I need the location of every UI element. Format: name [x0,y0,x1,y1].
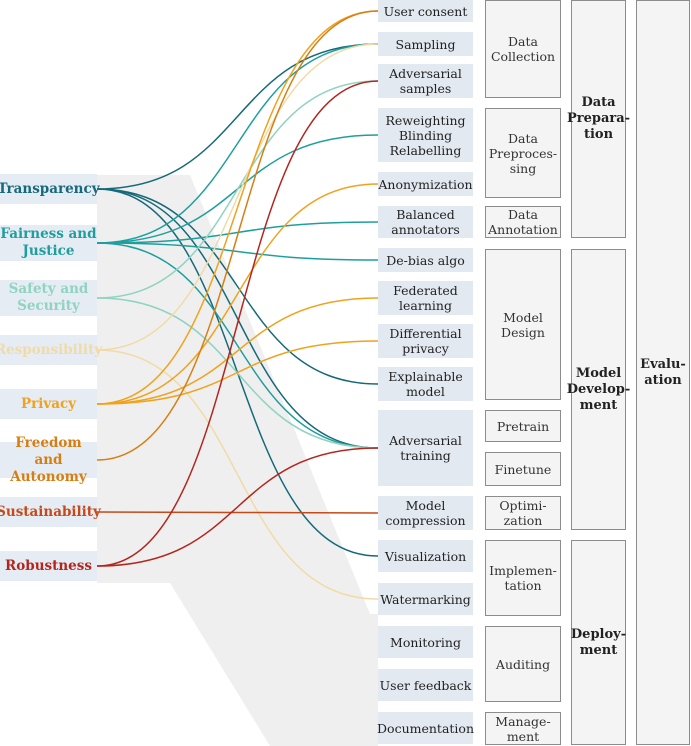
technique-anonymization: Anonymization [378,172,473,196]
link-8 [96,242,379,449]
technique-differential-privacy: Differential privacy [378,324,473,358]
stage-implementation: Implemen-tation [485,540,561,616]
principle-safety-and-security: Safety and Security [0,280,97,316]
principle-responsibility: Responsibility [0,335,102,365]
link-13 [96,10,379,405]
principle-fairness-and-justice: Fairness and Justice [0,225,97,261]
link-7 [96,43,379,244]
link-6 [96,242,379,261]
technique-monitoring: Monitoring [378,626,473,658]
stage-data-preprocessing: Data Preproces-sing [485,108,561,198]
stage-pretrain: Pretrain [485,410,561,442]
phase-data-preparation: Data Prepara-tion [567,0,630,238]
principle-sustainability: Sustainability [0,497,101,527]
link-18 [96,511,379,514]
link-12 [96,43,379,351]
principle-robustness: Robustness [0,551,97,581]
link-0 [96,43,379,190]
technique-watermarking: Watermarking [378,583,473,615]
stage-optimization: Optimi-zation [485,496,561,530]
link-15 [96,297,379,405]
stage-data-annotation: Data Annotation [485,206,561,238]
link-14 [96,183,379,405]
technique-de-bias-algo: De-bias algo [378,248,473,272]
link-19 [96,80,379,567]
link-1 [96,188,379,385]
phase-deployment: Deploy-ment [571,540,626,745]
evaluation-column: Evalu-ation [636,0,690,745]
technique-model-compression: Model compression [378,496,473,530]
link-11 [96,349,379,600]
technique-adversarial-samples: Adversarial samples [378,64,473,98]
link-16 [96,340,379,405]
technique-reweighting-blinding-relabelling: Reweighting Blinding Relabelling [378,108,473,162]
technique-user-feedback: User feedback [378,669,473,701]
link-20 [96,447,379,567]
technique-sampling: Sampling [378,32,473,56]
link-9 [96,80,379,299]
stage-management: Manage-ment [485,712,561,745]
stage-auditing: Auditing [485,626,561,702]
principle-privacy: Privacy [0,389,97,419]
link-17 [96,10,379,461]
technique-documentation: Documentation [377,712,474,744]
stage-model-design: Model Design [485,249,561,400]
background-band [97,175,378,746]
link-2 [96,188,379,449]
link-5 [96,221,379,244]
technique-federated-learning: Federated learning [378,281,473,315]
technique-user-consent: User consent [378,0,473,22]
stage-data-collection: Data Collection [485,0,561,98]
phase-model-development: Model Develop-ment [567,249,630,530]
principle-freedom-and-autonomy: Freedom and Autonomy [0,435,97,485]
technique-visualization: Visualization [378,540,473,572]
stage-finetune: Finetune [485,452,561,486]
principle-transparency: Transparency [0,174,100,204]
technique-adversarial-training: Adversarial training [378,410,473,486]
technique-explainable-model: Explainable model [378,367,473,401]
technique-balanced-annotators: Balanced annotators [378,206,473,238]
